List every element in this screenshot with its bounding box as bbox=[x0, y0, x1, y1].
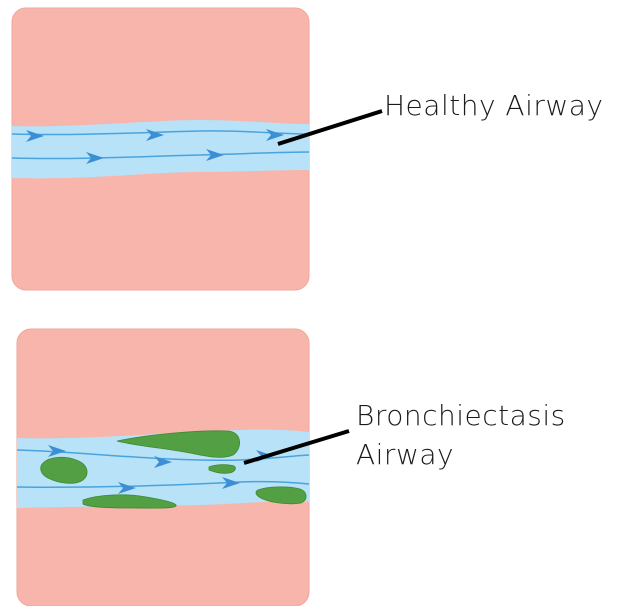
bronchiectasis-airway-panel bbox=[17, 329, 309, 606]
bronchiectasis-label-line-1: Bronchiectasis bbox=[356, 399, 566, 432]
healthy-airway-lumen bbox=[12, 120, 309, 178]
healthy-airway-label: Healthy Airway bbox=[384, 89, 604, 122]
bronchiectasis-label-line-2: Airway bbox=[356, 438, 454, 471]
healthy-airway-panel bbox=[12, 8, 309, 290]
